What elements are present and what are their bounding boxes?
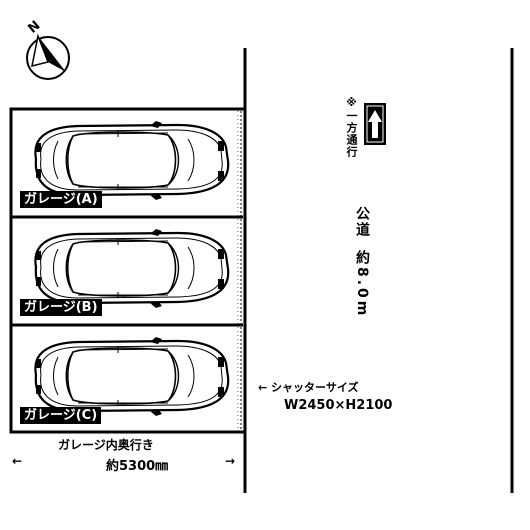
car-icon: [34, 335, 230, 418]
up-arrow-icon: [364, 103, 386, 145]
compass-north-icon: [26, 33, 70, 80]
car-icon: [34, 119, 230, 202]
shutter-size: W2450×H2100: [284, 398, 393, 413]
depth-value: 約5300㎜: [106, 459, 169, 474]
depth-arrow-left: ←: [12, 454, 23, 468]
car-icon: [34, 227, 230, 310]
shutter-label: ← シャッターサイズ: [258, 381, 359, 394]
shutter-hatch: [237, 111, 242, 430]
garage-a-label: ガレージ(A): [20, 191, 102, 208]
garage-c-label: ガレージ(C): [20, 407, 102, 424]
garage-outline: [9, 107, 247, 434]
road-name: 公道: [354, 206, 370, 238]
garage-b-label: ガレージ(B): [20, 299, 102, 316]
depth-label: ガレージ内奥行き: [58, 438, 154, 452]
road-width: 約8.0m: [354, 250, 370, 319]
depth-arrow-right: →: [225, 454, 236, 468]
one-way-note: ※一方通行: [345, 96, 358, 158]
